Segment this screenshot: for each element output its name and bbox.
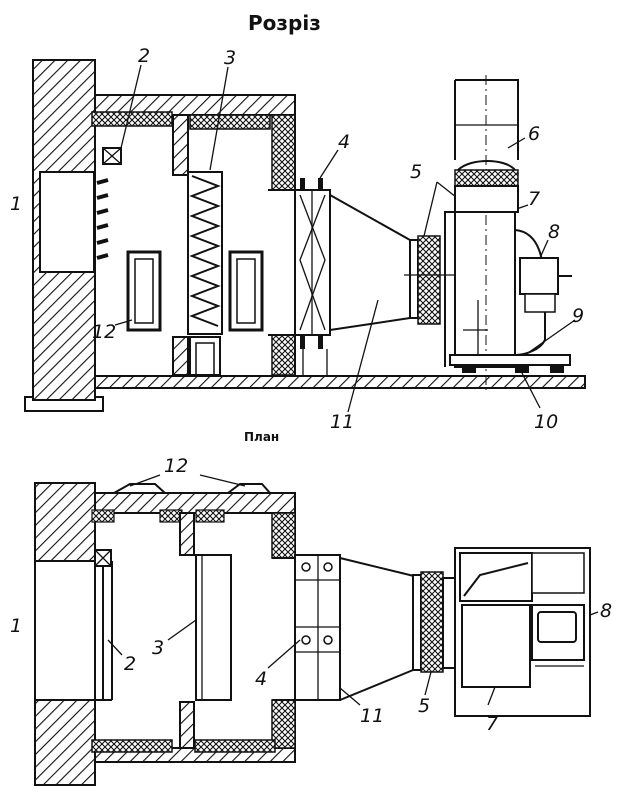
plan-hatch-1 [113,483,166,494]
air-intake-opening [39,171,95,273]
plan-casing-top [94,492,296,514]
plan-label-3: 3 [152,637,164,659]
section-view: 1 2 3 4 5 6 7 8 9 10 11 12 [10,45,586,433]
plan-label-4: 4 [255,668,267,690]
leader-11 [347,299,379,413]
leader-2 [120,64,142,149]
plan-insulation-top-right [271,512,296,559]
plan-wall-lower [34,699,96,786]
plan-fan-outlet [459,552,533,602]
label-4: 4 [338,131,350,153]
leader-4 [319,149,339,179]
partition-lower [172,336,189,376]
plan-label-11: 11 [360,705,384,727]
label-1: 1 [10,193,22,215]
leader-5-plan [424,671,432,696]
inspection-door-2 [228,250,264,332]
discharge-duct [455,79,519,160]
section-title: Розріз [248,11,321,35]
intake-louvers [96,178,109,260]
plan-ins-2 [159,509,183,523]
outlet-insert [454,169,519,187]
plan-ins-bottom-1 [91,739,173,753]
outlet-cap [457,160,516,171]
leader-2-plan [107,639,123,656]
partition-upper [172,114,189,176]
plan-label-7: 7 [486,713,498,735]
inspection-door-1 [126,250,162,332]
leader-12a [129,474,161,487]
plan-view: 1 2 3 4 5 7 8 11 12 [10,455,612,786]
plan-filter [195,554,232,701]
plan-intake-opening [34,560,96,701]
base-frame [449,354,571,366]
leader-10 [521,372,541,409]
leader-11-plan [339,687,361,706]
plan-partition-upper [179,512,195,556]
plan-label-5: 5 [418,695,430,717]
label-8: 8 [548,221,560,243]
leader-4-plan [267,639,301,669]
leader-8-plan [589,611,599,616]
label-11: 11 [330,411,354,433]
insulation-roof-1 [91,111,173,127]
plan-label-1: 1 [10,615,22,637]
label-6: 6 [528,123,540,145]
plan-label-12: 12 [164,455,188,477]
fan-casing [454,211,516,368]
label-2: 2 [138,45,150,67]
plan-hatch-2 [227,483,271,494]
filter-media [189,175,221,327]
plan-label-8: 8 [600,600,612,622]
label-10: 10 [534,411,558,433]
vibration-isolators [462,365,564,373]
plan-ins-bottom-2 [194,739,276,753]
plan-ins-1 [91,509,115,523]
insulation-right-lower [271,334,296,376]
plan-flexible-insert [420,571,444,673]
leader-5a [423,181,438,237]
label-9: 9 [572,305,584,327]
plan-partition-lower [179,701,195,749]
flexible-insert [417,235,441,325]
leader-12 [114,319,133,326]
leader-6 [507,137,526,149]
label-12: 12 [92,321,116,343]
label-3: 3 [224,47,236,69]
leader-12b [199,474,246,487]
plan-ins-3 [195,509,225,523]
leader-7-plan [487,686,496,706]
plan-label-2: 2 [124,653,136,675]
leader-3-plan [167,619,197,641]
plan-transition-duct [339,557,419,701]
insulation-roof-2 [189,114,271,130]
leader-9 [524,319,576,356]
label-5: 5 [410,161,422,183]
leader-8 [539,239,549,259]
floor-slab [94,375,586,389]
plan-wall-upper [34,482,96,562]
leader-3 [209,66,229,171]
label-7: 7 [528,188,540,210]
insulation-right-upper [271,114,296,191]
plan-fan-casing [461,604,531,688]
electric-motor [519,257,559,295]
plan-title: План [244,430,279,444]
transition-duct [329,194,411,331]
